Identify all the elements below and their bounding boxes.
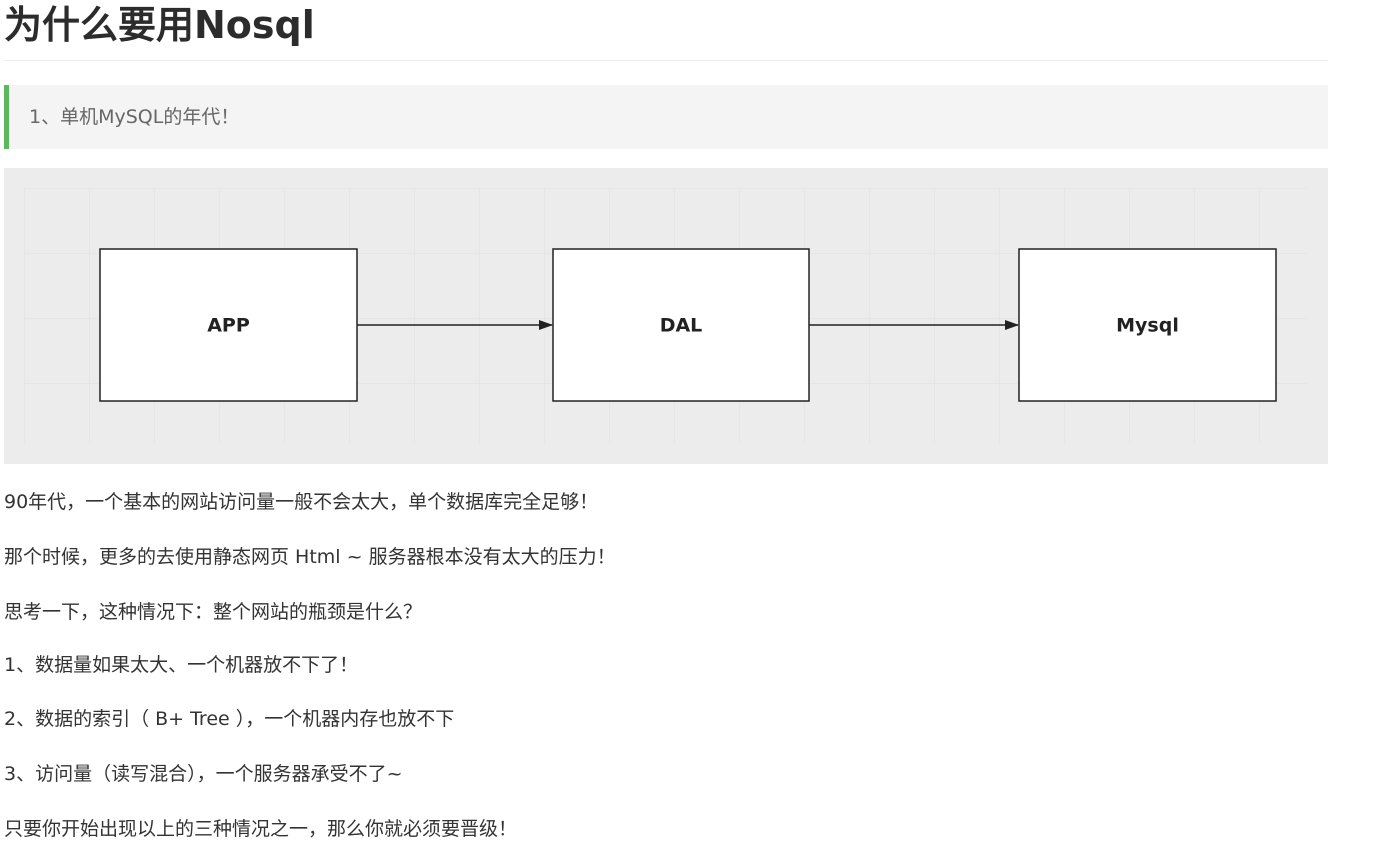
node-app-label: APP: [207, 315, 250, 337]
node-app-box: [99, 248, 358, 402]
paragraph-5: 2、数据的索引（ B+ Tree ），一个机器内存也放不下: [4, 708, 455, 730]
node-mysql-box: [1018, 248, 1277, 402]
node-mysql: Mysql: [1018, 248, 1277, 402]
node-dal-box: [552, 248, 810, 402]
blockquote: 1、单机MySQL的年代！: [4, 85, 1328, 149]
page-title: 为什么要用Nosql: [4, 3, 315, 47]
paragraph-2: 那个时候，更多的去使用静态网页 Html ~ 服务器根本没有太大的压力！: [4, 546, 616, 568]
paragraph-7: 只要你开始出现以上的三种情况之一，那么你就必须要晋级！: [4, 818, 518, 840]
node-dal-label: DAL: [660, 315, 703, 337]
paragraph-6: 3、访问量（读写混合），一个服务器承受不了~: [4, 763, 403, 785]
node-dal: DAL: [552, 248, 810, 402]
paragraph-1: 90年代，一个基本的网站访问量一般不会太大，单个数据库完全足够！: [4, 491, 599, 513]
blockquote-text: 1、单机MySQL的年代！: [29, 106, 240, 128]
title-divider: [4, 60, 1328, 61]
node-mysql-label: Mysql: [1116, 315, 1179, 337]
architecture-diagram: APP DAL Mysql: [24, 188, 1307, 443]
node-app: APP: [99, 248, 358, 402]
paragraph-4: 1、数据量如果太大、一个机器放不下了！: [4, 654, 359, 676]
paragraph-3: 思考一下，这种情况下：整个网站的瓶颈是什么？: [4, 601, 423, 623]
